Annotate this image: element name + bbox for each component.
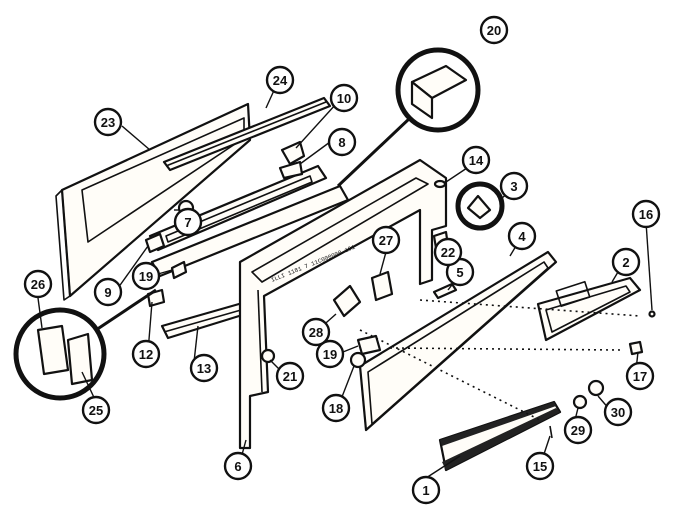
callout-circle [479, 15, 509, 45]
callout-27: 27 [371, 225, 401, 255]
callout-13: 13 [189, 353, 219, 383]
callout-23: 23 [93, 107, 123, 137]
callout-4: 4 [507, 221, 537, 251]
callout-labels: 1234567891012131415161718191920212223242… [23, 15, 661, 505]
callout-circle [189, 353, 219, 383]
callout-circle [499, 171, 529, 201]
callout-circle [631, 199, 661, 229]
callout-number: 23 [101, 115, 115, 130]
callout-number: 14 [469, 153, 484, 168]
callout-2: 2 [611, 247, 641, 277]
callout-number: 1 [422, 483, 429, 498]
callout-number: 8 [338, 135, 345, 150]
detail-ring-20 [336, 47, 481, 188]
callout-14: 14 [461, 145, 491, 175]
detail-ring-3 [455, 181, 505, 231]
callout-25: 25 [81, 395, 111, 425]
callout-number: 28 [309, 325, 323, 340]
callout-3: 3 [499, 171, 529, 201]
callout-number: 5 [456, 265, 463, 280]
callout-number: 6 [234, 459, 241, 474]
callout-number: 17 [633, 369, 647, 384]
callout-circle [603, 397, 633, 427]
callout-10: 10 [329, 83, 359, 113]
callout-7: 7 [173, 207, 203, 237]
callout-circle [433, 237, 463, 267]
callout-number: 30 [611, 405, 625, 420]
callout-12: 12 [131, 339, 161, 369]
callout-24: 24 [265, 65, 295, 95]
callout-circle [329, 83, 359, 113]
callout-1: 1 [411, 475, 441, 505]
callout-number: 26 [31, 277, 45, 292]
assembly-lines [359, 299, 641, 421]
callout-number: 4 [518, 229, 526, 244]
callout-circle [131, 261, 161, 291]
callout-number: 3 [510, 179, 517, 194]
callout-26: 26 [23, 269, 53, 299]
callout-circle [131, 339, 161, 369]
callout-circle [563, 415, 593, 445]
callout-number: 27 [379, 233, 393, 248]
callout-circle [275, 361, 305, 391]
callout-circle [173, 207, 203, 237]
callout-circle [93, 107, 123, 137]
callout-8: 8 [327, 127, 357, 157]
callout-number: 19 [139, 269, 153, 284]
part-4-panel [358, 250, 558, 432]
callout-29: 29 [563, 415, 593, 445]
callout-circle [23, 269, 53, 299]
callout-circle [81, 395, 111, 425]
callout-20: 20 [479, 15, 509, 45]
callout-circle [411, 475, 441, 505]
part-13-rail [160, 300, 254, 340]
callout-circle [371, 225, 401, 255]
callout-number: 18 [329, 401, 343, 416]
callout-number: 21 [283, 369, 297, 384]
detail-ring-26-25 [13, 288, 157, 401]
callout-18: 18 [321, 393, 351, 423]
callout-circle [625, 361, 655, 391]
callout-circle [507, 221, 537, 251]
callout-number: 19 [323, 347, 337, 362]
callout-circle [321, 393, 351, 423]
callout-circle [327, 127, 357, 157]
callout-19a: 19 [131, 261, 161, 291]
callout-number: 16 [639, 207, 653, 222]
callout-number: 10 [337, 91, 351, 106]
callout-number: 13 [197, 361, 211, 376]
callout-number: 25 [89, 403, 103, 418]
callout-15: 15 [525, 451, 555, 481]
callout-circle [611, 247, 641, 277]
callout-16: 16 [631, 199, 661, 229]
callout-number: 29 [571, 423, 585, 438]
callout-28: 28 [301, 317, 331, 347]
callout-number: 9 [104, 285, 111, 300]
callout-circle [315, 339, 345, 369]
callout-number: 24 [273, 73, 288, 88]
callout-circle [525, 451, 555, 481]
callout-circle [461, 145, 491, 175]
part-2-panel [536, 276, 642, 342]
callout-21: 21 [275, 361, 305, 391]
callout-number: 2 [622, 255, 629, 270]
callout-circle [223, 451, 253, 481]
callout-9: 9 [93, 277, 123, 307]
callout-30: 30 [603, 397, 633, 427]
part-24-trim-strip [162, 96, 332, 172]
callout-19b: 19 [315, 339, 345, 369]
callout-circle [93, 277, 123, 307]
callout-22: 22 [433, 237, 463, 267]
callout-6: 6 [223, 451, 253, 481]
callout-number: 20 [487, 23, 501, 38]
callout-number: 7 [184, 215, 191, 230]
callout-number: 15 [533, 459, 547, 474]
callout-number: 12 [139, 347, 153, 362]
callout-circle [265, 65, 295, 95]
callout-17: 17 [625, 361, 655, 391]
callout-circle [301, 317, 331, 347]
callout-number: 22 [441, 245, 455, 260]
